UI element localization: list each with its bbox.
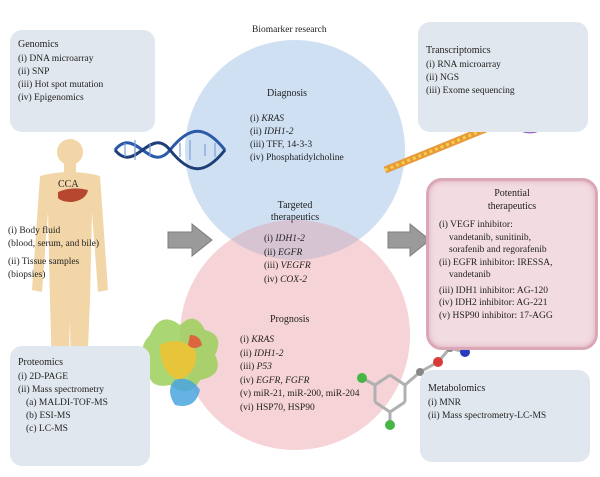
targeted-title: Targeted therapeutics [255,200,335,224]
diagnosis-item: (iii) TFF, 14-3-3 [250,140,313,150]
metabolomics-title: Metabolomics [428,383,486,394]
dna-helix-icon [113,129,227,171]
potential-item: (i) VEGF inhibitor: [439,220,513,230]
transcriptomics-item: (iii) Exome sequencing [426,86,515,96]
transcriptomics-item: (ii) NGS [426,73,459,83]
genomics-item: (iv) Epigenomics [18,93,84,103]
metabolomics-item: (ii) Mass spectrometry-LC-MS [428,411,547,421]
proteomics-item: (ii) Mass spectrometry [18,385,105,395]
targeted-item: (iii) VEGFR [264,261,311,271]
potential-item: (ii) EGFR inhibitor: IRESSA, [439,257,553,268]
page-title: Biomarker research [252,25,327,35]
cca-item: (i) Body fluid [8,226,61,236]
prognosis-item: (iii) P53 [240,362,272,373]
metabolomics-panel: Metabolomics (i) MNR (ii) Mass spectrome… [420,370,590,462]
potential-title: Potential therapeutics [439,187,585,213]
genomics-item: (ii) SNP [18,67,50,77]
prognosis-item: (v) miR-21, miR-200, miR-204 [240,389,360,400]
targeted-item: (ii) EGFR [264,247,303,258]
potential-item: (iii) IDH1 inhibitor: AG-120 [439,285,548,296]
diagnosis-circle [185,40,405,260]
potential-item: vandetanib, sunitinib, [449,232,532,243]
potential-title-line: Potential [494,188,530,199]
liver-icon [58,188,88,202]
proteomics-item: (i) 2D-PAGE [18,372,69,382]
cca-list: (i) Body fluid (blood, serum, and bile) … [8,225,99,281]
genomics-panel: Genomics (i) DNA microarray (ii) SNP (ii… [10,30,155,132]
potential-item: vandetanib [449,270,491,280]
cca-item: (ii) Tissue samples [8,257,80,267]
genomics-title: Genomics [18,39,59,50]
prognosis-list: (i) KRAS (ii) IDH1-2 (iii) P53 (iv) EGFR… [240,334,360,416]
genomics-item: (i) DNA microarray [18,54,94,64]
prognosis-title: Prognosis [270,314,310,325]
prognosis-item: (iv) EGFR, FGFR [240,375,310,386]
prognosis-item: (vi) HSP70, HSP90 [240,402,315,413]
potential-title-line: therapeutics [487,201,537,212]
proteomics-item: (a) MALDI-TOF-MS [26,398,108,408]
potential-therapeutics-panel: Potential therapeutics (i) VEGF inhibito… [426,178,598,350]
proteomics-item: (c) LC-MS [26,424,68,434]
targeted-item: (iv) COX-2 [264,274,308,285]
arrow-left-icon [167,222,213,258]
diagnosis-item: (iv) Phosphatidylcholine [250,153,344,163]
cca-item: (blood, serum, and bile) [8,238,100,249]
metabolomics-item: (i) MNR [428,398,461,408]
targeted-list: (i) IDH1-2 (ii) EGFR (iii) VEGFR (iv) CO… [264,233,311,287]
targeted-title-line: Targeted [277,200,313,211]
diagnosis-item: (ii) IDH1-2 [250,127,294,137]
transcriptomics-panel: Transcriptomics (i) RNA microarray (ii) … [418,22,588,132]
cca-title: CCA [58,179,79,190]
potential-item: (iv) IDH2 inhibitor: AG-221 [439,298,548,308]
arrow-right-icon [387,222,431,258]
transcriptomics-title: Transcriptomics [426,45,491,56]
proteomics-title: Proteomics [18,357,63,368]
proteomics-panel: Proteomics (i) 2D-PAGE (ii) Mass spectro… [10,346,150,466]
targeted-item: (i) IDH1-2 [264,234,305,244]
diagnosis-title: Diagnosis [267,88,307,99]
molecule-icon [357,344,470,430]
prognosis-item: (i) KRAS [240,335,275,345]
human-body-icon [32,139,108,445]
targeted-title-line: therapeutics [270,212,320,223]
cca-item: (biopsies) [8,269,46,280]
transcriptomics-item: (i) RNA microarray [426,60,501,70]
protein-structure-icon [142,318,219,406]
prognosis-item: (ii) IDH1-2 [240,348,284,359]
diagnosis-list: (i) KRAS (ii) IDH1-2 (iii) TFF, 14-3-3 (… [250,113,344,165]
prognosis-circle [180,220,410,450]
diagnosis-item: (i) KRAS [250,114,285,124]
proteomics-item: (b) ESI-MS [26,411,71,421]
genomics-item: (iii) Hot spot mutation [18,80,104,90]
potential-item: sorafenib and regorafenib [449,245,547,255]
potential-item: (v) HSP90 inhibitor: 17-AGG [439,310,553,321]
